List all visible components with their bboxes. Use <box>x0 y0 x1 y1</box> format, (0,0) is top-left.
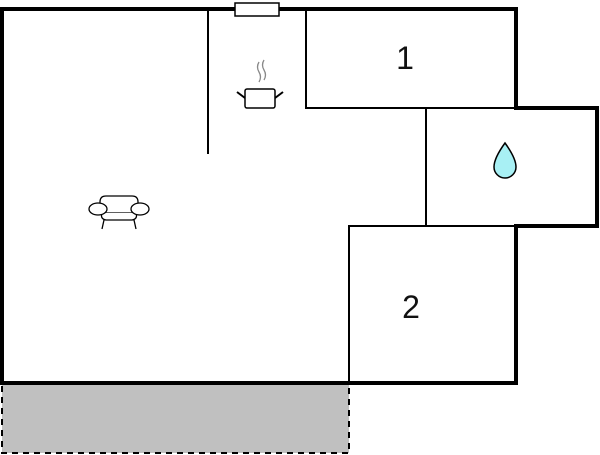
water-drop-icon <box>493 141 517 179</box>
armchair-icon <box>88 195 150 230</box>
terrace-area <box>1 382 350 454</box>
bedroom-1-label: 1 <box>396 40 414 76</box>
bedroom-1-wall <box>305 9 516 109</box>
cooking-pot-icon <box>236 59 284 109</box>
bedroom-2-wall <box>348 225 516 383</box>
window <box>234 2 280 17</box>
outer-wall <box>0 7 599 385</box>
bedroom-2-label: 2 <box>402 289 420 325</box>
